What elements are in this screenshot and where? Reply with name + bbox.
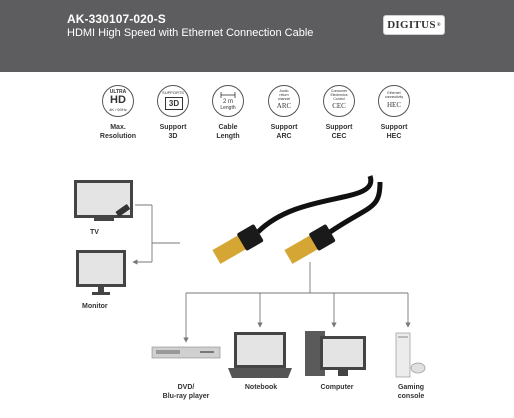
hec-text: HEC (387, 101, 401, 109)
feature-3d: SUPPORTS 3D Support 3D (145, 85, 201, 141)
feature-label: Length (216, 133, 240, 140)
arrow-icon (220, 92, 236, 98)
feature-label: Support (325, 124, 353, 131)
dvd-label-line: Blu-ray player (162, 393, 210, 400)
hdmi-plug-right (284, 224, 336, 264)
feature-max-resolution: ULTRA HD 4K / 60Hz Max. Resolution (90, 85, 146, 141)
feature-label: Resolution (99, 133, 137, 140)
dvd-player-icon (151, 346, 221, 359)
4k-text: 4K / 60Hz (109, 107, 127, 112)
feature-label: Support (380, 124, 408, 131)
gaming-console-icon (395, 332, 426, 378)
registered-mark: ® (436, 22, 441, 28)
cec-text: CEC (332, 102, 346, 110)
notebook-label: Notebook (244, 384, 278, 391)
feature-label: Support (270, 124, 298, 131)
arc-text: ARC (276, 102, 292, 110)
tv-label: TV (90, 229, 99, 236)
computer-label: Computer (320, 384, 354, 391)
length-text: Length (220, 105, 236, 111)
dvd-label: DVD/ Blu-ray player (158, 383, 214, 401)
device-tree-connector (183, 262, 411, 343)
hd-text: HD (110, 94, 126, 106)
ultra-text: ULTRA (109, 89, 127, 95)
cec-icon: Consumer Electronics Control CEC (323, 85, 355, 117)
arc-caption: channel (277, 97, 291, 101)
3d-text: 3D (165, 97, 183, 110)
feature-label: HEC (386, 133, 402, 140)
feature-label: Cable (218, 124, 238, 131)
cec-caption: Control (333, 97, 345, 101)
cable-length-icon: 2 m Length (212, 85, 244, 117)
feature-label: 3D (168, 133, 178, 140)
arc-caption: Audio (279, 89, 289, 93)
monitor-label: Monitor (82, 303, 108, 310)
hec-caption: connectivity (384, 95, 404, 99)
hdmi-cable (256, 175, 383, 235)
header-bar: AK-330107-020-S HDMI High Speed with Eth… (0, 0, 514, 72)
brand-logo-text: DIGITUS (387, 19, 436, 31)
feature-label: Support (159, 124, 187, 131)
arc-icon: Audio return channel ARC (268, 85, 300, 117)
gaming-label-line: console (397, 393, 425, 400)
computer-icon (305, 331, 366, 376)
cec-caption: Consumer (330, 89, 348, 93)
feature-label: CEC (331, 133, 347, 140)
gaming-label: Gaming console (386, 383, 436, 401)
feature-label: ARC (276, 133, 292, 140)
feature-label: Max. (110, 124, 126, 131)
cec-caption: Electronics (330, 93, 348, 97)
tv-monitor-connector (132, 204, 180, 265)
arc-caption: return (279, 93, 289, 97)
3d-icon: SUPPORTS 3D (157, 85, 189, 117)
dvd-label-line: DVD/ (177, 384, 195, 391)
monitor-icon (76, 250, 126, 295)
product-sku: AK-330107-020-S (67, 12, 166, 26)
product-subtitle: HDMI High Speed with Ethernet Connection… (67, 27, 314, 39)
hec-icon: Ethernet connectivity HEC (378, 85, 410, 117)
tv-icon (74, 180, 133, 221)
ultra-hd-icon: ULTRA HD 4K / 60Hz (102, 85, 134, 117)
supports-text: SUPPORTS (162, 90, 184, 95)
hdmi-plug-left (212, 224, 264, 264)
hec-caption: Ethernet (387, 91, 401, 95)
length-value-text: 2 m (222, 99, 233, 105)
feature-cec: Consumer Electronics Control CEC Support… (311, 85, 367, 141)
brand-logo: DIGITUS® (383, 15, 445, 35)
gaming-label-line: Gaming (397, 384, 425, 391)
notebook-icon (228, 332, 292, 378)
